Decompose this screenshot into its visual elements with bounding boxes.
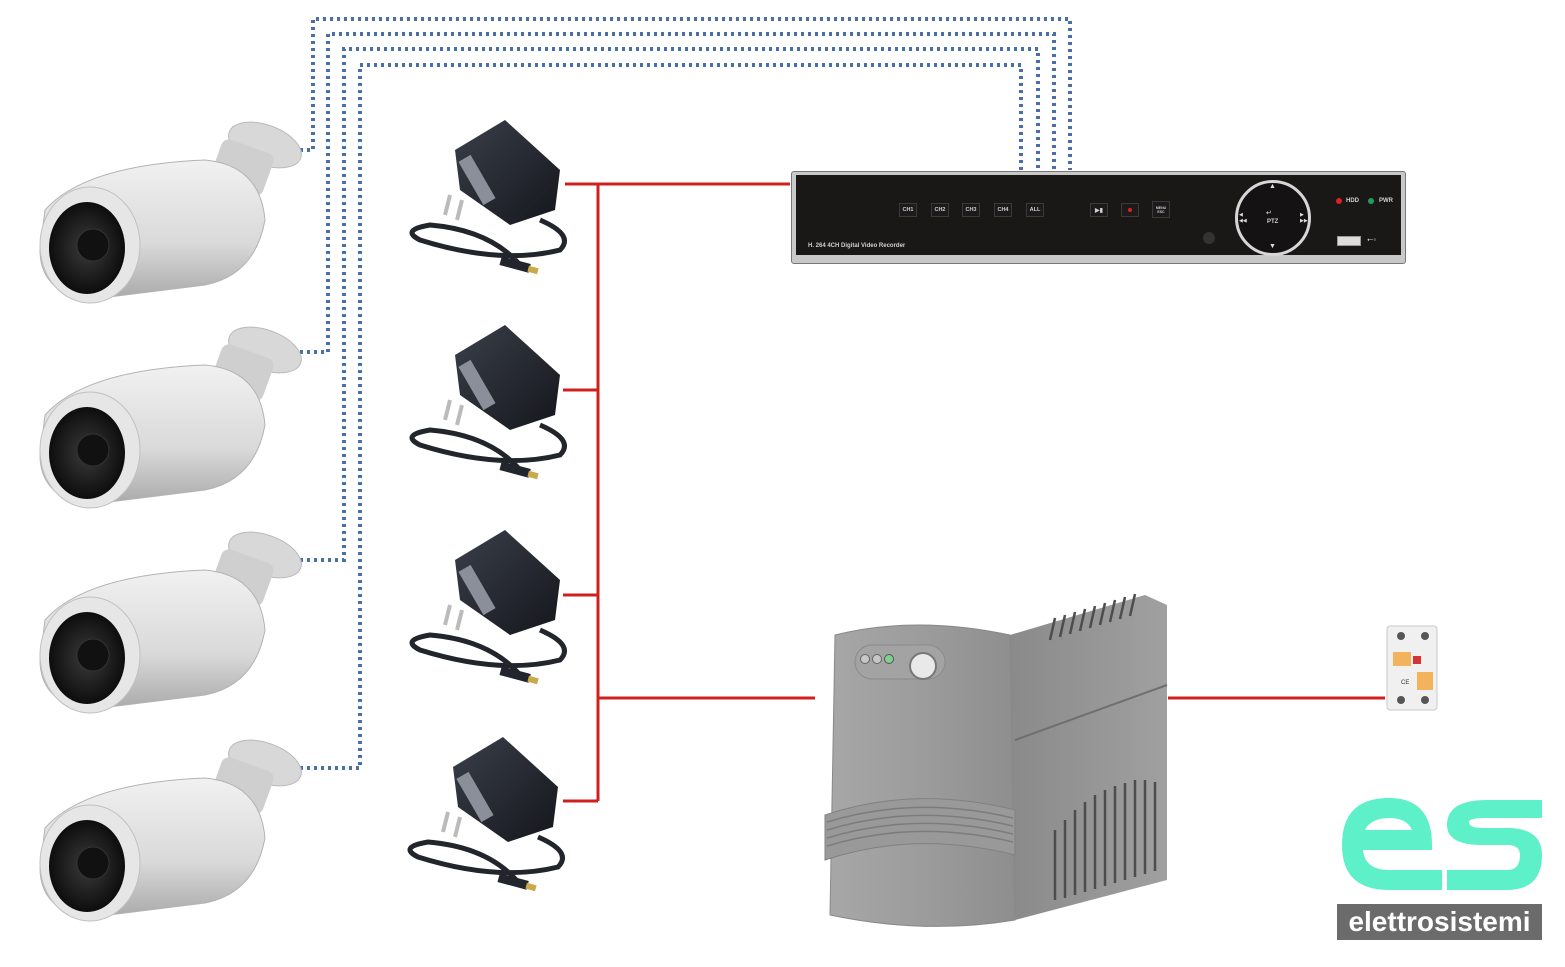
usb-port[interactable] [1337, 236, 1361, 246]
dvr-play-pause-button[interactable]: ▶▮ [1090, 203, 1108, 217]
power-cables [563, 182, 1385, 803]
ptz-right-icon[interactable]: ▶▶▶ [1300, 212, 1308, 224]
power-adapter-4 [407, 737, 565, 892]
camera-4 [39, 739, 302, 922]
dvr-ch3-button[interactable]: CH3 [962, 203, 980, 217]
ptz-enter-icon: ↵ [1266, 210, 1272, 217]
video-cable-camera-2 [300, 32, 1056, 354]
ups-power-button[interactable] [909, 652, 937, 680]
ptz-label: PTZ [1267, 219, 1279, 225]
elettrosistemi-logo-wordmark: elettrosistemi [1337, 904, 1542, 940]
camera-3 [39, 531, 302, 714]
usb-icon: ⭠◦ [1367, 235, 1377, 244]
power-adapter-1 [409, 120, 567, 275]
hdd-led-label: HDD [1346, 198, 1359, 204]
video-cable-camera-3 [300, 47, 1040, 562]
camera-2 [39, 326, 302, 509]
dvr-unit [791, 171, 1406, 264]
ups-led-3 [884, 654, 894, 664]
play-pause-icon: ▶▮ [1095, 207, 1103, 214]
record-icon [1128, 208, 1132, 212]
dvr-menu-esc-button[interactable]: MENU ESC [1152, 201, 1170, 218]
svg-text:CE: CE [1401, 680, 1409, 686]
pwr-led [1368, 198, 1374, 204]
ups-led-2 [872, 654, 882, 664]
pwr-led-label: PWR [1379, 198, 1393, 204]
dvr-model-label: H. 264 4CH Digital Video Recorder [808, 243, 906, 249]
ups-led-1 [860, 654, 870, 664]
video-cables [300, 17, 1072, 770]
dvr-all-button[interactable]: ALL [1026, 203, 1044, 217]
hdd-led [1336, 198, 1342, 204]
dvr-ch2-button[interactable]: CH2 [931, 203, 949, 217]
power-adapter-2 [409, 325, 567, 480]
dvr-record-button[interactable] [1121, 203, 1139, 217]
video-cable-camera-1 [300, 17, 1072, 170]
ups-unit [824, 593, 1168, 927]
dvr-ch4-button[interactable]: CH4 [994, 203, 1012, 217]
power-adapter-3 [409, 530, 567, 685]
dvr-ptz-dial[interactable] [1235, 180, 1311, 256]
camera-1 [39, 121, 302, 304]
ptz-up-icon[interactable]: ▲ [1269, 183, 1276, 190]
dvr-ch1-button[interactable]: CH1 [899, 203, 917, 217]
circuit-breaker: CE [1386, 625, 1438, 711]
ptz-left-icon[interactable]: ◀◀◀ [1239, 212, 1247, 224]
ptz-down-icon[interactable]: ▼ [1269, 243, 1276, 250]
video-cable-camera-4 [300, 63, 1023, 770]
dvr-ir-sensor [1203, 232, 1215, 244]
elettrosistemi-logo-mark [1342, 798, 1542, 890]
